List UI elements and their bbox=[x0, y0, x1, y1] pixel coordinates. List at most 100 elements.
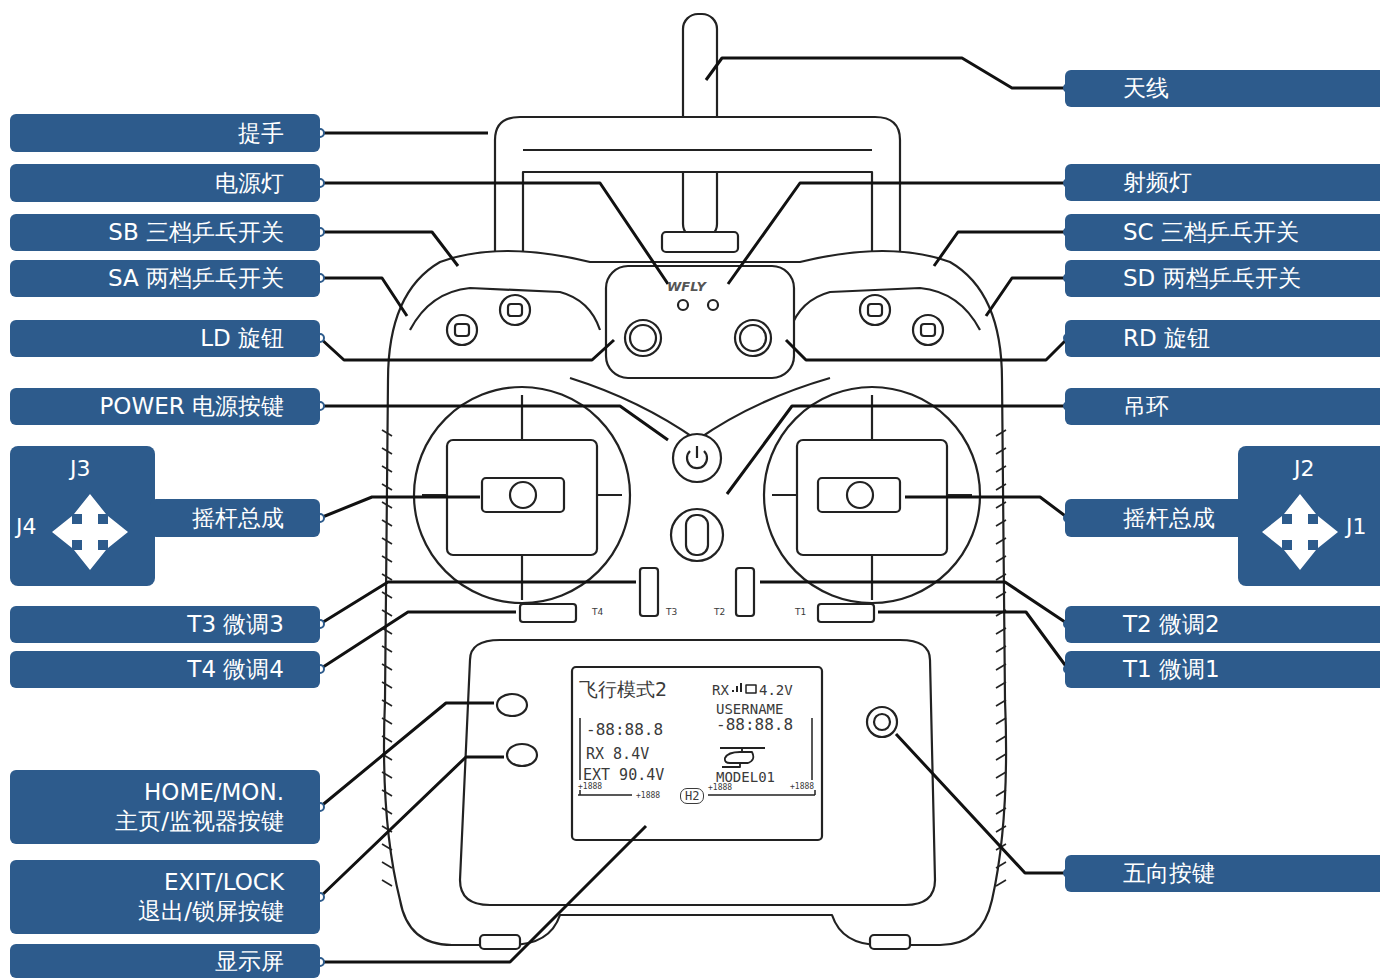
grip-ridge bbox=[382, 880, 392, 886]
trim-label: T1 bbox=[795, 608, 806, 617]
callout-text: 摇杆总成 bbox=[1123, 504, 1215, 533]
callout-text: 电源灯 bbox=[215, 169, 284, 198]
callout-tab: HOME/MON.主页/监视器按键 bbox=[10, 770, 320, 844]
screen-text: H2 bbox=[680, 788, 704, 804]
callout-text: 射频灯 bbox=[1123, 168, 1192, 197]
home-button bbox=[497, 694, 527, 716]
leader-line bbox=[728, 183, 1068, 284]
grip-ridge bbox=[382, 862, 392, 868]
grip-ridge bbox=[382, 556, 392, 562]
stick-axis-box: J3J4 bbox=[10, 446, 155, 586]
grip-ridge bbox=[382, 682, 392, 688]
callout-text: 主页/监视器按键 bbox=[115, 807, 284, 836]
trim-label: T3 bbox=[666, 608, 677, 617]
grip-ridge bbox=[996, 574, 1006, 580]
grip-ridge bbox=[382, 430, 392, 436]
callout-text: T4 微调4 bbox=[187, 655, 284, 684]
callout-tab: T1 微调1 bbox=[1065, 651, 1380, 688]
callout-tab: T4 微调4 bbox=[10, 651, 320, 688]
grip-ridge bbox=[382, 592, 392, 598]
grip-ridge bbox=[382, 808, 392, 814]
callout-text: SA 两档乒乓开关 bbox=[108, 264, 284, 293]
grip-ridge bbox=[996, 754, 1006, 760]
leader-line bbox=[320, 612, 516, 669]
callout-text: 吊环 bbox=[1123, 392, 1169, 421]
screen-text: RX bbox=[712, 683, 729, 697]
grip-ridge bbox=[996, 466, 1006, 472]
callout-tab: 提手 bbox=[10, 114, 320, 152]
screen-text: -88:88.8 bbox=[716, 717, 793, 733]
grip-ridge bbox=[382, 538, 392, 544]
sd-switch bbox=[913, 315, 943, 345]
leader-line bbox=[905, 497, 1068, 518]
leader-line bbox=[786, 338, 1068, 360]
sb-switch bbox=[500, 295, 530, 325]
leader-line bbox=[320, 338, 614, 360]
grip-ridge bbox=[996, 592, 1006, 598]
leader-lines bbox=[320, 58, 1068, 962]
callout-text: T3 微调3 bbox=[187, 610, 284, 639]
power-led bbox=[678, 300, 688, 310]
callout-text: POWER 电源按键 bbox=[99, 392, 284, 421]
screen-text: +1888 bbox=[636, 792, 660, 800]
grip-ridge bbox=[996, 556, 1006, 562]
grip-ridge bbox=[382, 844, 392, 850]
leader-line bbox=[320, 132, 488, 135]
callout-tab: T2 微调2 bbox=[1065, 606, 1380, 643]
foot bbox=[870, 935, 910, 949]
callout-tab: POWER 电源按键 bbox=[10, 388, 320, 425]
sa-lever bbox=[455, 324, 469, 336]
leader-line bbox=[320, 406, 668, 440]
grip-ridge bbox=[996, 880, 1006, 886]
leader-line bbox=[320, 183, 668, 284]
stick-axis-box: J2J1 bbox=[1238, 446, 1380, 586]
screen-text: +1888 bbox=[708, 784, 732, 792]
callout-text: 天线 bbox=[1123, 74, 1169, 103]
axis-label: J2 bbox=[1294, 456, 1315, 481]
top-panel bbox=[606, 266, 794, 378]
grip-ridge bbox=[382, 466, 392, 472]
leader-dots bbox=[316, 84, 1072, 966]
grip-ridge bbox=[996, 538, 1006, 544]
axis-label: J4 bbox=[16, 514, 37, 539]
callout-tab: EXIT/LOCK退出/锁屏按键 bbox=[10, 860, 320, 934]
display-screen bbox=[572, 667, 822, 840]
trim-label: T2 bbox=[714, 608, 725, 617]
grip-ridge bbox=[996, 682, 1006, 688]
helicopter-icon bbox=[720, 748, 765, 767]
callout-text: 提手 bbox=[238, 119, 284, 148]
callout-text: 显示屏 bbox=[215, 947, 284, 976]
leader-line bbox=[986, 278, 1068, 316]
callout-tab: 吊环 bbox=[1065, 388, 1380, 425]
grip-ridge bbox=[996, 790, 1006, 796]
screen-text: -88:88.8 bbox=[586, 722, 663, 738]
sb-lever bbox=[508, 304, 522, 316]
grip-ridge bbox=[382, 502, 392, 508]
leader-line bbox=[320, 826, 646, 962]
trim-label: T4 bbox=[592, 608, 603, 617]
screen-text: 4.2V bbox=[759, 683, 793, 697]
screen-text: +1888 bbox=[578, 783, 602, 791]
grip-ridge bbox=[382, 520, 392, 526]
leader-line bbox=[320, 757, 504, 897]
grip-ridge bbox=[996, 646, 1006, 652]
right-gimbal bbox=[764, 387, 980, 603]
sc-lever bbox=[868, 304, 882, 316]
grip-ridge bbox=[382, 664, 392, 670]
screen-text: 飞行模式2 bbox=[579, 680, 667, 699]
lock-icon bbox=[746, 685, 756, 693]
power-button bbox=[673, 434, 721, 482]
grip-ridge bbox=[996, 520, 1006, 526]
right-stick bbox=[847, 482, 873, 508]
grip-ridge bbox=[996, 484, 1006, 490]
grip-ridge bbox=[996, 862, 1006, 868]
arrow-cross bbox=[52, 494, 128, 570]
t4-trim bbox=[520, 604, 576, 622]
power-symbol bbox=[687, 446, 707, 468]
leader-line bbox=[320, 703, 494, 807]
leader-line bbox=[878, 612, 1068, 669]
grip-ridge bbox=[382, 718, 392, 724]
grip-ridge bbox=[996, 628, 1006, 634]
rf-led bbox=[708, 300, 718, 310]
callout-tab: 显示屏 bbox=[10, 944, 320, 978]
